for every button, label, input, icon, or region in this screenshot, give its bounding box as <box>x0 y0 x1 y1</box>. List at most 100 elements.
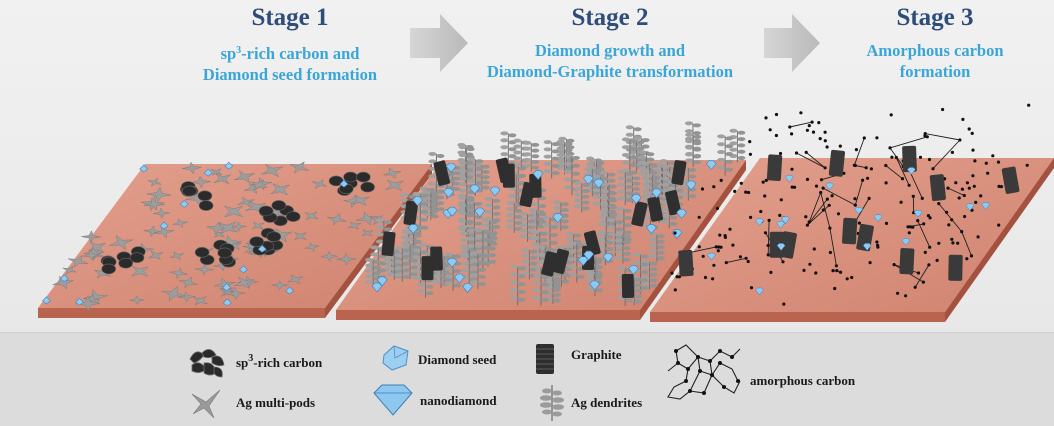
carbon-atom <box>937 202 940 205</box>
carbon-atom <box>769 271 772 274</box>
carbon-atom <box>954 181 957 184</box>
carbon-atom <box>767 253 770 256</box>
carbon-atom <box>997 224 1000 227</box>
carbon-atom <box>853 197 856 200</box>
carbon-atom <box>824 131 827 134</box>
carbon-atom <box>927 263 930 266</box>
carbon-atom <box>974 201 977 204</box>
carbon-atom <box>808 220 811 223</box>
carbon-atom <box>965 257 968 260</box>
carbon-atom <box>855 148 858 151</box>
carbon-atom <box>781 260 784 263</box>
sp3-carbon-cluster <box>199 201 213 211</box>
sp3-carbon-cluster <box>195 247 209 257</box>
carbon-atom <box>702 255 705 258</box>
carbon-atom <box>960 230 963 233</box>
carbon-atom <box>863 136 866 139</box>
stage-1-sub-line1: -rich carbon and <box>241 44 359 63</box>
carbon-atom <box>674 288 677 291</box>
carbon-atom <box>779 152 782 155</box>
stage-3-sub-line1: Amorphous carbon <box>860 40 1010 61</box>
carbon-atom <box>824 166 827 169</box>
carbon-atom <box>900 201 903 204</box>
carbon-atom <box>893 263 896 266</box>
carbon-atom <box>928 158 931 161</box>
legend-diamond-seed: Diamond seed <box>418 352 496 368</box>
carbon-atom <box>946 187 949 190</box>
sp3-carbon-cluster <box>361 182 375 192</box>
carbon-atom <box>747 191 750 194</box>
graphite-block <box>948 255 963 281</box>
carbon-atom <box>961 188 964 191</box>
carbon-atom <box>869 261 872 264</box>
graphite-block <box>899 248 914 275</box>
carbon-atom <box>888 146 891 149</box>
carbon-atom <box>819 137 822 140</box>
carbon-atom <box>768 219 771 222</box>
carbon-atom <box>966 181 969 184</box>
legend-sp3-prefix: sp <box>236 355 248 370</box>
carbon-atom <box>749 153 752 156</box>
sp3-carbon-cluster <box>102 264 116 274</box>
stage-3-sub-line2: formation <box>860 61 1010 82</box>
carbon-atom <box>970 254 973 257</box>
graphite-block <box>678 250 694 277</box>
stage-3-title: Stage 3 <box>870 4 1000 32</box>
carbon-atom <box>941 108 944 111</box>
carbon-atom <box>963 194 966 197</box>
carbon-atom <box>971 149 974 152</box>
carbon-atom <box>853 164 856 167</box>
carbon-atom <box>812 131 815 134</box>
carbon-atom <box>698 245 701 248</box>
carbon-atom <box>968 127 971 130</box>
carbon-atom <box>885 181 888 184</box>
carbon-atom <box>904 294 907 297</box>
carbon-atom <box>971 174 974 177</box>
carbon-atom <box>750 286 753 289</box>
carbon-atom <box>704 276 707 279</box>
carbon-atom <box>808 263 811 266</box>
carbon-atom <box>928 246 931 249</box>
stage-2-subtitle: Diamond growth and Diamond-Graphite tran… <box>460 40 760 82</box>
graphite-icon <box>533 341 557 377</box>
carbon-atom <box>956 242 959 245</box>
ag-dendrite <box>544 140 560 178</box>
graphite-block <box>767 154 783 181</box>
carbon-atom <box>896 292 899 295</box>
carbon-atom <box>782 303 785 306</box>
stage-1-sub-line2: Diamond seed formation <box>160 64 420 85</box>
carbon-atom <box>931 167 934 170</box>
sp3-carbon-cluster <box>198 191 212 201</box>
carbon-atom <box>908 184 911 187</box>
carbon-atom <box>923 134 926 137</box>
carbon-atom <box>806 178 809 181</box>
sp3-carbon-cluster <box>259 206 273 216</box>
carbon-atom <box>795 151 798 154</box>
carbon-atom <box>826 198 829 201</box>
carbon-atom <box>829 251 832 254</box>
carbon-atom <box>788 125 791 128</box>
carbon-atom <box>790 168 793 171</box>
carbon-atom <box>1026 164 1029 167</box>
carbon-atom <box>963 215 966 218</box>
carbon-atom <box>837 212 840 215</box>
legend-ag-dendrites: Ag dendrites <box>571 395 642 411</box>
carbon-atom <box>790 132 793 135</box>
carbon-atom <box>819 191 822 194</box>
carbon-atom <box>884 164 887 167</box>
carbon-atom <box>701 187 704 190</box>
carbon-atom <box>924 251 927 254</box>
graphite-block <box>381 231 395 256</box>
carbon-atom <box>813 247 816 250</box>
stage-2-sub-line2: Diamond-Graphite transformation <box>460 61 760 82</box>
carbon-atom <box>698 216 701 219</box>
carbon-atom <box>911 226 914 229</box>
carbon-atom <box>811 121 814 124</box>
carbon-atom <box>762 181 765 184</box>
carbon-atom <box>716 207 719 210</box>
carbon-atom <box>958 196 961 199</box>
carbon-atom <box>895 156 898 159</box>
carbon-atom <box>973 159 976 162</box>
legend-nanodiamond: nanodiamond <box>420 393 497 409</box>
carbon-atom <box>775 113 778 116</box>
